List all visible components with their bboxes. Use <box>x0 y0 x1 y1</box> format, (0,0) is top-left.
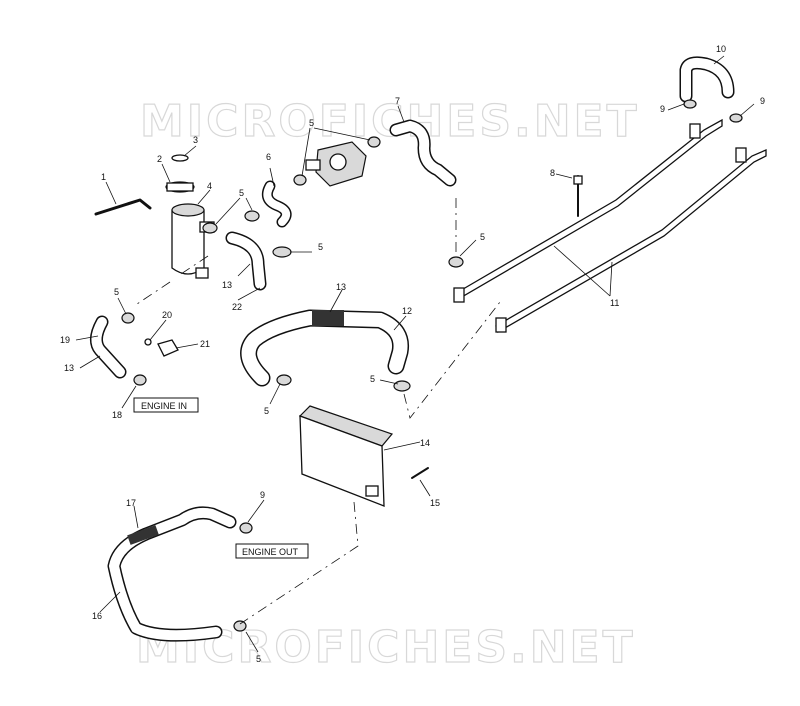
part-2-reservoir-cap <box>165 181 195 193</box>
callout-16: 16 <box>92 611 102 621</box>
callout-5-clamp-mid: 5 <box>318 242 323 252</box>
callout-21: 21 <box>200 339 210 349</box>
part-10-hose <box>679 56 735 103</box>
callout-5-thermostat: 5 <box>309 118 314 128</box>
clamp <box>683 99 697 109</box>
clamp <box>133 374 147 386</box>
part-20-washer <box>144 338 152 346</box>
part-13-bellows-section <box>312 310 344 326</box>
callout-5-rail: 5 <box>480 232 485 242</box>
clamp <box>448 256 464 268</box>
part-6-hose <box>261 180 292 228</box>
clamp <box>393 380 411 392</box>
part-3-o-ring <box>171 154 189 162</box>
flow-connectors <box>133 198 501 625</box>
clamp <box>239 522 253 534</box>
callout-11: 11 <box>610 298 619 308</box>
clamp <box>276 374 292 386</box>
engine-out-text: ENGINE OUT <box>242 547 299 557</box>
callout-5-reservoir: 5 <box>239 188 244 198</box>
callout-8: 8 <box>550 168 555 178</box>
watermark-top: MICROFICHES.NET <box>140 96 640 147</box>
part-14-heat-exchanger <box>298 405 394 507</box>
callout-5-bottom: 5 <box>256 654 261 664</box>
callout-2: 2 <box>157 154 162 164</box>
clamp <box>202 222 218 234</box>
callout-9-left: 9 <box>660 104 665 114</box>
hose-clamps <box>121 99 743 632</box>
part-15-bolt <box>411 467 429 479</box>
callout-7: 7 <box>395 96 400 106</box>
callout-5-hose12-left: 5 <box>264 406 269 416</box>
callout-22: 22 <box>232 302 242 312</box>
callout-19: 19 <box>60 335 70 345</box>
part-19-hose <box>90 315 127 379</box>
callout-5-hose12: 5 <box>370 374 375 384</box>
part-11-heat-exchanger-rails <box>453 118 767 333</box>
callout-5-left: 5 <box>114 287 119 297</box>
callout-18: 18 <box>112 410 122 420</box>
callout-1: 1 <box>101 172 106 182</box>
callout-14: 14 <box>420 438 430 448</box>
part-4-coolant-reservoir <box>171 203 215 279</box>
clamp <box>367 136 381 148</box>
callout-4: 4 <box>207 181 212 191</box>
callout-17: 17 <box>126 498 136 508</box>
callout-3: 3 <box>193 135 198 145</box>
leader-lines <box>75 55 755 653</box>
clamp <box>729 113 743 123</box>
engine-in-text: ENGINE IN <box>141 401 187 411</box>
callout-9-bottom: 9 <box>260 490 265 500</box>
callout-20: 20 <box>162 310 172 320</box>
clamp <box>121 312 135 324</box>
callout-13-top: 13 <box>336 282 346 292</box>
callout-13-middle: 13 <box>222 280 232 290</box>
part-1-hex-wrench <box>94 198 152 216</box>
thermostat-housing <box>305 141 367 187</box>
callout-12: 12 <box>402 306 412 316</box>
callout-13-left: 13 <box>64 363 74 373</box>
clamp <box>272 246 292 258</box>
callout-6: 6 <box>266 152 271 162</box>
callout-15: 15 <box>430 498 440 508</box>
part-16-hose <box>107 506 237 642</box>
part-8-bolt <box>573 175 583 217</box>
engine-out-label: ENGINE OUT <box>235 543 309 559</box>
callout-9-right: 9 <box>760 96 765 106</box>
engine-in-label: ENGINE IN <box>133 397 199 413</box>
part-12-hose <box>240 309 410 387</box>
clamp <box>293 174 307 186</box>
part-17-bellows-section <box>127 525 159 545</box>
callout-numbers: 1 2 3 4 5 5 5 5 5 5 5 5 6 7 8 9 9 9 10 1… <box>60 44 765 664</box>
part-22-hose <box>225 231 267 291</box>
clamp <box>233 620 247 632</box>
clamp <box>244 210 260 222</box>
part-7-hose <box>389 119 457 187</box>
part-21-clip <box>157 339 179 357</box>
callout-10: 10 <box>716 44 726 54</box>
